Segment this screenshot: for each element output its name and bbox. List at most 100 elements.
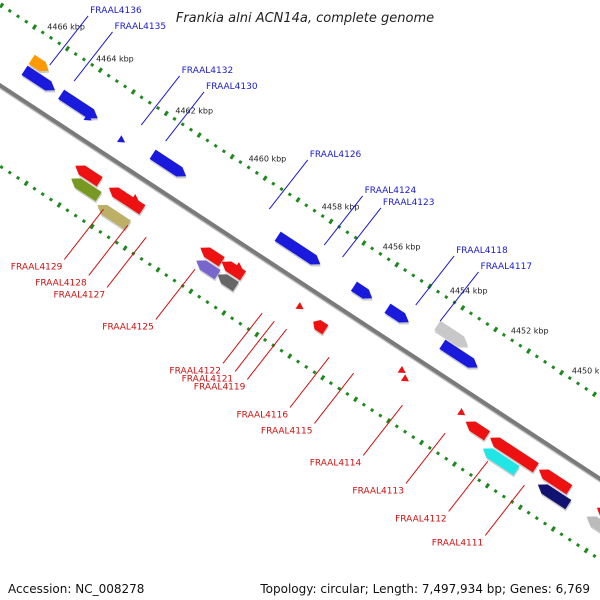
gene-arrow xyxy=(538,469,573,497)
inner-tick xyxy=(238,321,243,326)
inner-tick xyxy=(7,170,12,175)
outer-tick xyxy=(525,348,532,354)
gene-arrow xyxy=(350,281,373,301)
outer-tick xyxy=(460,304,466,311)
inner-tick xyxy=(444,456,449,461)
gene-label: FRAAL4121 xyxy=(182,374,234,384)
gene-arrow-body xyxy=(490,437,539,473)
outer-tick xyxy=(361,240,367,246)
outer-tick xyxy=(378,251,383,256)
inner-tick xyxy=(139,256,144,262)
outer-tick xyxy=(188,127,194,132)
outer-tick xyxy=(0,2,5,9)
topology-label: Topology: circular; Length: 7,497,934 bp… xyxy=(260,582,590,596)
gene-label: FRAAL4125 xyxy=(102,322,154,332)
inner-tick xyxy=(89,223,95,230)
gene-label: FRAAL4132 xyxy=(182,66,234,76)
inner-tick xyxy=(550,526,556,532)
gene-arrow xyxy=(482,448,520,478)
outer-tick xyxy=(139,95,144,100)
outer-tick xyxy=(386,257,391,262)
gene-arrow xyxy=(217,274,240,294)
outer-tick xyxy=(584,386,589,391)
gene-arrow xyxy=(434,320,469,348)
gene-leader-line xyxy=(484,484,525,536)
inner-tick xyxy=(501,494,506,499)
inner-tick xyxy=(320,374,326,381)
gene-marker-body xyxy=(83,113,92,121)
inner-tick xyxy=(583,547,589,554)
inner-tick xyxy=(81,219,86,224)
gene-label: FRAAL4112 xyxy=(395,514,447,524)
outer-tick xyxy=(238,159,243,165)
outer-tick xyxy=(97,67,104,74)
outer-tick xyxy=(229,153,235,160)
gene-leader-line xyxy=(246,328,287,380)
outer-tick xyxy=(370,246,375,251)
inner-tick xyxy=(0,165,4,170)
inner-tick xyxy=(98,229,103,235)
gene-arrow xyxy=(149,149,187,179)
gene-leader-line xyxy=(63,208,104,260)
outer-tick-track xyxy=(0,2,598,398)
outer-tick xyxy=(24,19,29,24)
gene-arrow-body xyxy=(221,261,247,281)
outer-tick xyxy=(123,84,128,89)
outer-tick xyxy=(73,51,78,57)
gene-marker xyxy=(400,374,409,382)
inner-tick xyxy=(155,266,161,273)
kbp-label: 4458 kbp xyxy=(322,202,360,211)
outer-tick xyxy=(444,294,449,300)
inner-tick xyxy=(361,402,366,407)
outer-tick xyxy=(567,375,572,381)
gene-leader-line xyxy=(88,224,129,276)
inner-tick xyxy=(304,364,309,370)
gene-label: FRAAL4115 xyxy=(261,426,313,436)
inner-tick xyxy=(254,331,260,338)
inner-tick xyxy=(279,348,284,353)
outer-tick xyxy=(57,41,62,46)
outer-tick xyxy=(558,369,565,376)
gene-leader-line xyxy=(342,207,382,258)
inner-tick xyxy=(164,273,169,278)
gene-arrow-body xyxy=(439,339,478,368)
inner-tick xyxy=(542,521,548,526)
gene-arrow-body xyxy=(200,247,225,267)
gene-arrow xyxy=(75,165,104,189)
outer-tick xyxy=(312,208,317,213)
outer-tick xyxy=(254,170,259,175)
inner-tick xyxy=(378,413,383,418)
inner-tick xyxy=(394,424,399,429)
outer-tick xyxy=(48,35,54,40)
gene-leader-line xyxy=(314,372,355,424)
outer-tick xyxy=(40,30,45,35)
gene-arrow-body xyxy=(149,149,187,177)
outer-tick xyxy=(31,24,38,30)
gene-marker xyxy=(295,302,304,310)
gene-marker-body xyxy=(295,302,304,310)
gene-arrow xyxy=(274,231,321,267)
inner-tick xyxy=(230,316,235,321)
inner-tick xyxy=(205,300,210,305)
outer-tick xyxy=(435,289,441,294)
gene-arrow xyxy=(439,339,479,370)
outer-tick xyxy=(147,100,152,105)
inner-tick xyxy=(328,381,334,386)
outer-tick xyxy=(271,181,276,186)
inner-tick xyxy=(312,370,317,375)
kbp-label: 4462 kbp xyxy=(175,106,213,115)
gene-leader-line xyxy=(73,31,113,82)
gene-label: FRAAL4128 xyxy=(35,278,87,288)
gene-leader-line xyxy=(140,75,181,126)
gene-leader-line xyxy=(234,320,275,372)
inner-tick xyxy=(534,516,539,521)
genome-backbone xyxy=(0,82,600,483)
gene-label: FRAAL4124 xyxy=(365,186,417,196)
outer-tick xyxy=(221,149,226,154)
gene-arrow-body xyxy=(537,484,572,510)
gene-leader-line xyxy=(405,432,446,484)
outer-tick xyxy=(163,110,169,117)
inner-tick xyxy=(197,294,202,299)
inner-tick xyxy=(484,482,491,489)
